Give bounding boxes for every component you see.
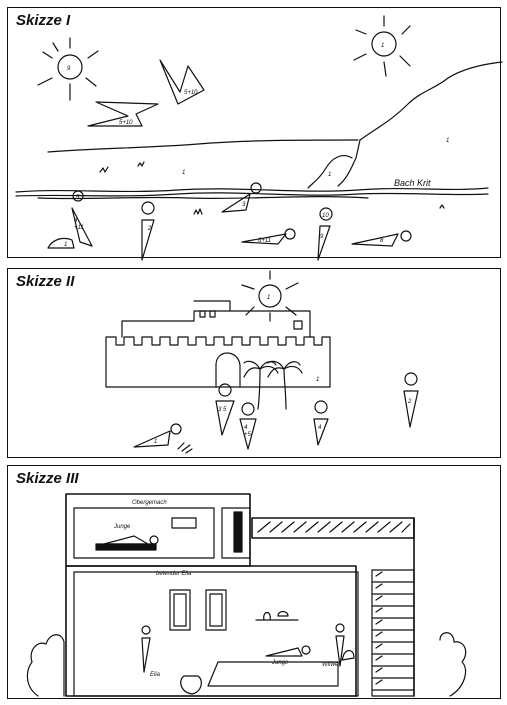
upper-room-label: Obergemach	[132, 500, 167, 506]
sketch-one-title: Skizze I	[16, 12, 71, 29]
figure-lying-one: 1	[47, 237, 75, 249]
house: Obergemach Junge betender Elia	[65, 493, 415, 697]
sun-right: 1	[353, 15, 411, 77]
figure-four-five-label: 4+5	[244, 425, 252, 438]
figure-nine-ten: 10 9	[317, 207, 333, 261]
figure-ten-label: 10	[322, 213, 329, 219]
figure-three: 3	[221, 182, 262, 213]
figure-two-label: 2	[147, 226, 152, 232]
figure-four-five: 4+5	[239, 402, 257, 450]
bird-top: 5+10	[159, 59, 205, 105]
sketch-two-drawing: 1 1 3 5 4+5 4	[105, 270, 419, 454]
figure-nine-label: 9	[320, 234, 324, 240]
creek: Bach Krit	[15, 178, 489, 200]
sketch-three-drawing: Obergemach Junge betender Elia	[26, 493, 467, 697]
city-label: 1	[316, 377, 319, 383]
figure-lying: 1	[133, 423, 193, 454]
sketch-one-drawing: 9 1 5+10 5+10 1 1 1	[15, 15, 503, 261]
praying-elia-label: betender Elia	[156, 571, 192, 577]
bird-top-label: 5+10	[184, 90, 198, 96]
figure-four-eleven: 5 4+11	[71, 190, 93, 247]
figure-two: 2	[403, 372, 419, 428]
sun: 1	[241, 270, 299, 322]
sketch-two-title: Skizze II	[16, 273, 75, 290]
sun-right-label: 1	[381, 43, 384, 49]
sun-left-label: 9	[67, 66, 71, 72]
rock-label: 1	[328, 172, 331, 178]
elia-label: Elia	[150, 672, 161, 678]
palm-trees	[243, 360, 303, 410]
field-label: 1	[182, 170, 185, 176]
figure-lying-label: 1	[154, 439, 157, 445]
bush-left	[26, 634, 65, 697]
sketch-two-panel: Skizze II 1 1 3 5	[7, 268, 501, 458]
boy-top-label: Junge	[113, 524, 131, 530]
figure-two-label: 2	[407, 399, 412, 405]
sketch-three-title: Skizze III	[16, 470, 79, 487]
figure-five-label: 5	[76, 195, 80, 201]
sun-label: 1	[267, 295, 270, 301]
bird-left-label: 5+10	[119, 120, 133, 126]
hill-label: 1	[446, 138, 449, 144]
figure-four-label: 4+11	[74, 218, 84, 231]
mountain: 1 1	[307, 61, 503, 189]
figure-lying-one-label: 1	[64, 242, 67, 248]
figure-three-label: 3	[242, 202, 246, 208]
sun-left: 9	[37, 37, 99, 101]
city-wall: 1	[105, 300, 331, 388]
figure-four-label: 4	[318, 425, 322, 431]
widow-label: Witwe	[322, 662, 339, 668]
boy-bottom-label: Junge	[271, 660, 289, 666]
figure-four: 4	[313, 400, 329, 446]
sketch-one-panel: Skizze I 9 1 5+10 5+10	[7, 7, 503, 261]
bush-right	[439, 632, 467, 697]
figure-two: 2	[141, 201, 155, 261]
figure-three-five-label: 3 5	[218, 407, 227, 413]
creek-label: Bach Krit	[394, 178, 431, 188]
sketch-three-panel: Skizze III Obergemach Junge betende	[7, 465, 501, 699]
figure-six-eleven: 6+11	[241, 228, 296, 245]
figure-eight-label: 8	[380, 238, 384, 244]
bird-left: 5+10	[87, 101, 159, 127]
figure-six-label: 6+11	[258, 238, 271, 244]
horizon-line	[47, 139, 359, 153]
figure-three-five: 3 5	[215, 383, 235, 436]
grass	[99, 161, 445, 215]
figure-eight: 8	[351, 230, 412, 247]
